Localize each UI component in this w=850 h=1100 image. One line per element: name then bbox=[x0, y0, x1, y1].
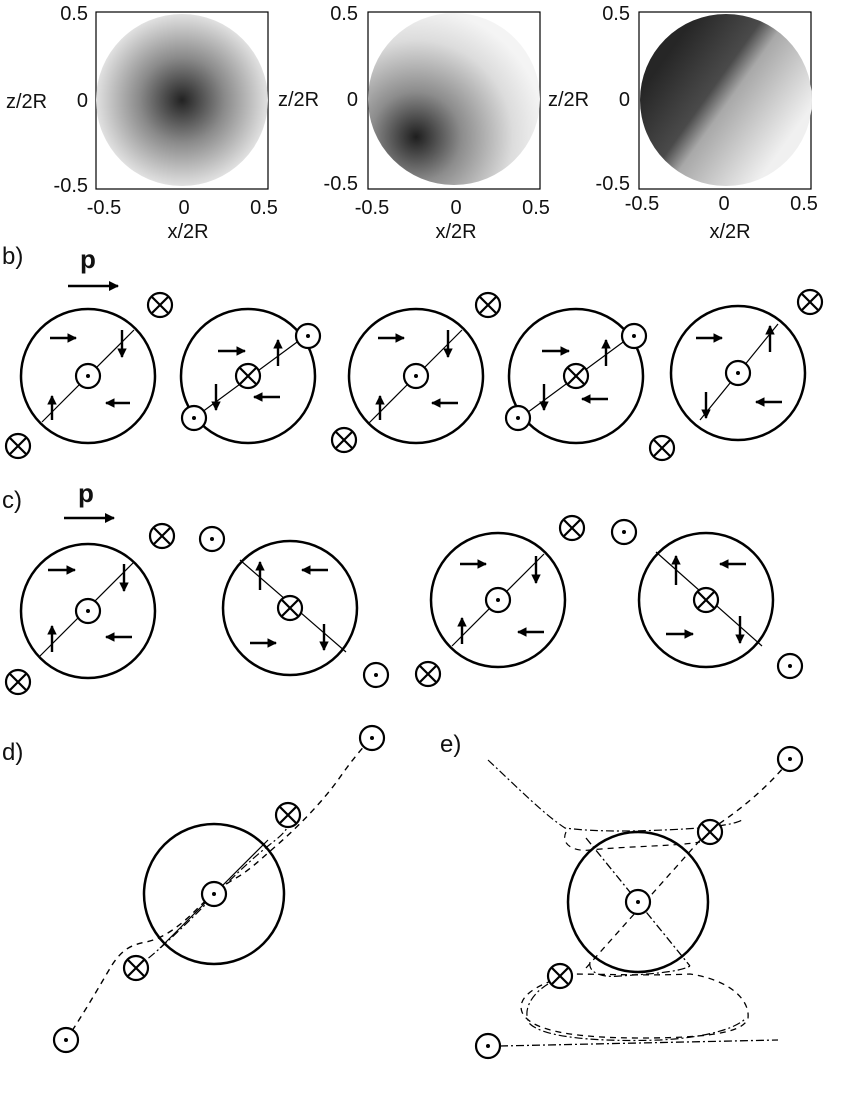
vortex-trajectory bbox=[487, 759, 743, 832]
cross-marker bbox=[648, 434, 676, 462]
ytick-mid: 0 bbox=[77, 90, 88, 112]
panel-d: d) bbox=[2, 724, 386, 1054]
xtick-right: 0.5 bbox=[250, 197, 278, 219]
density-map-1: 0.5 0 -0.5 z/2R -0.5 0 0.5 x/2R bbox=[6, 3, 278, 243]
dot-marker bbox=[474, 1032, 502, 1060]
cross-marker bbox=[414, 660, 442, 688]
panel-e: e) bbox=[440, 731, 804, 1060]
map-frame bbox=[95, 11, 269, 190]
cross-marker bbox=[148, 522, 176, 550]
cross-marker bbox=[146, 291, 174, 319]
ytick-top: 0.5 bbox=[330, 3, 358, 25]
panel-label-c: c) bbox=[2, 487, 22, 514]
dot-marker bbox=[200, 880, 228, 908]
ring-axis bbox=[585, 837, 703, 969]
vortex-ring-c3 bbox=[429, 531, 567, 669]
vortex-ring bbox=[566, 830, 710, 974]
dot-marker bbox=[624, 888, 652, 916]
panel-b: b) p bbox=[2, 243, 824, 462]
vortex-ring bbox=[142, 822, 286, 966]
xtick-left: -0.5 bbox=[87, 197, 121, 219]
xtick-left: -0.5 bbox=[625, 193, 659, 215]
cross-marker bbox=[796, 288, 824, 316]
y-axis-label: z/2R bbox=[6, 91, 47, 113]
panel-c: c) p bbox=[2, 478, 804, 696]
cross-marker bbox=[558, 514, 586, 542]
vortex-ring-c2 bbox=[221, 539, 359, 677]
cross-marker bbox=[330, 426, 358, 454]
xtick-left: -0.5 bbox=[355, 197, 389, 219]
dot-marker bbox=[362, 661, 390, 689]
ytick-bottom: -0.5 bbox=[596, 173, 630, 195]
cross-marker bbox=[546, 962, 574, 990]
panel-label-d: d) bbox=[2, 739, 23, 766]
cross-marker bbox=[4, 432, 32, 460]
ytick-top: 0.5 bbox=[60, 3, 88, 25]
momentum-label: p bbox=[80, 244, 96, 274]
vortex-trajectory bbox=[65, 737, 373, 1041]
momentum-label: p bbox=[78, 478, 94, 508]
xtick-right: 0.5 bbox=[522, 197, 550, 219]
vortex-loop bbox=[526, 983, 747, 1042]
ytick-top: 0.5 bbox=[602, 3, 630, 25]
panel-a: 0.5 0 -0.5 z/2R -0.5 0 0.5 x/2R 0.5 0 -0… bbox=[6, 3, 818, 243]
vortex-trajectory-2 bbox=[135, 825, 289, 969]
y-axis-label: z/2R bbox=[278, 89, 319, 111]
ytick-mid: 0 bbox=[619, 89, 630, 111]
vortex-trajectory bbox=[499, 1039, 779, 1047]
ytick-bottom: -0.5 bbox=[54, 175, 88, 197]
cross-marker bbox=[122, 954, 150, 982]
vortex-trajectory bbox=[709, 759, 791, 831]
xtick-mid: 0 bbox=[450, 197, 461, 219]
ytick-bottom: -0.5 bbox=[324, 173, 358, 195]
panel-label-b: b) bbox=[2, 243, 23, 270]
cross-marker bbox=[696, 818, 724, 846]
xtick-mid: 0 bbox=[718, 193, 729, 215]
cross-marker bbox=[4, 668, 32, 696]
vortex-ring-1 bbox=[19, 307, 157, 445]
dot-marker bbox=[776, 745, 804, 773]
vortex-ring-5 bbox=[669, 304, 807, 442]
vortex-trajectory bbox=[589, 961, 691, 977]
dot-marker bbox=[52, 1026, 80, 1054]
xtick-right: 0.5 bbox=[790, 193, 818, 215]
vortex-ring-c4 bbox=[637, 531, 775, 669]
vortex-trajectory bbox=[564, 831, 701, 851]
vortex-loop bbox=[520, 973, 749, 1039]
x-axis-label: x/2R bbox=[709, 221, 750, 243]
shaded-disc bbox=[368, 13, 540, 185]
cross-marker bbox=[274, 801, 302, 829]
x-axis-label: x/2R bbox=[167, 221, 208, 243]
dot-marker bbox=[610, 518, 638, 546]
xtick-mid: 0 bbox=[178, 197, 189, 219]
panel-label-e: e) bbox=[440, 731, 461, 758]
vortex-ring-4 bbox=[504, 307, 648, 445]
density-map-2: 0.5 0 -0.5 z/2R -0.5 0 0.5 x/2R bbox=[278, 3, 550, 243]
dot-marker bbox=[198, 525, 226, 553]
dot-marker bbox=[358, 724, 386, 752]
cross-marker bbox=[474, 291, 502, 319]
x-axis-label: x/2R bbox=[435, 221, 476, 243]
dot-marker bbox=[776, 652, 804, 680]
shaded-disc bbox=[640, 14, 812, 186]
ytick-mid: 0 bbox=[347, 89, 358, 111]
shaded-disc bbox=[96, 14, 268, 186]
vortex-ring-3 bbox=[347, 307, 485, 445]
y-axis-label: z/2R bbox=[548, 89, 589, 111]
vortex-ring-c1 bbox=[19, 542, 157, 680]
density-map-3: 0.5 0 -0.5 z/2R -0.5 0 0.5 x/2R bbox=[548, 3, 818, 243]
vortex-ring-2 bbox=[179, 307, 322, 445]
map-frame bbox=[367, 11, 541, 190]
